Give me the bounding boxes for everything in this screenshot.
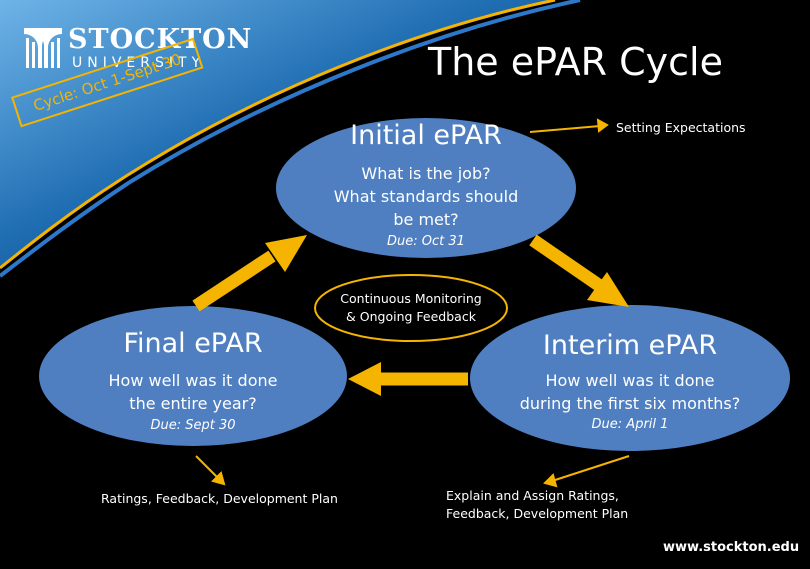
note-arrow-final: [195, 455, 219, 479]
final-line-1: How well was it done: [108, 371, 278, 390]
final-note: Ratings, Feedback, Development Plan: [101, 491, 338, 506]
center-label-line-2: & Ongoing Feedback: [346, 309, 476, 324]
logo-subname: UNIVERSITY: [72, 55, 206, 71]
center-label-line-1: Continuous Monitoring: [340, 291, 482, 306]
logo-name: STOCKTON: [68, 24, 253, 55]
interim-due: Due: April 1: [591, 417, 669, 432]
note-arrow-initial: [529, 125, 601, 133]
arrow-final-to-initial: [192, 250, 276, 312]
interim-note-line-2: Feedback, Development Plan: [446, 506, 629, 521]
university-arch-icon: [24, 28, 62, 68]
initial-title: Initial ePAR: [350, 120, 502, 151]
final-title: Final ePAR: [123, 328, 263, 359]
arrow-initial-to-interim: [529, 234, 604, 292]
initial-node-shape: [276, 118, 576, 258]
interim-note-line-1: Explain and Assign Ratings,: [446, 488, 619, 503]
initial-due: Due: Oct 31: [387, 234, 465, 249]
initial-line-2: What standards should: [333, 187, 519, 206]
arrow-initial-to-interim-head: [587, 272, 629, 307]
final-node-shape: [39, 306, 347, 446]
center-loop-shape: [314, 274, 508, 342]
initial-line-1: What is the job?: [361, 164, 491, 183]
arrow-final-to-initial-head: [265, 235, 307, 272]
final-line-2: the entire year?: [129, 394, 257, 413]
page-title: The ePAR Cycle: [428, 40, 723, 84]
note-arrow-interim: [551, 455, 630, 482]
interim-title: Interim ePAR: [542, 330, 718, 361]
arrow-interim-to-final-head: [348, 362, 381, 396]
interim-node-shape: [470, 305, 790, 451]
interim-line-1: How well was it done: [545, 371, 715, 390]
footer-url: www.stockton.edu: [663, 540, 800, 555]
final-due: Due: Sept 30: [150, 418, 236, 433]
interim-line-2: during the first six months?: [519, 394, 741, 413]
initial-line-3: be met?: [393, 210, 459, 229]
initial-note: Setting Expectations: [616, 120, 746, 135]
